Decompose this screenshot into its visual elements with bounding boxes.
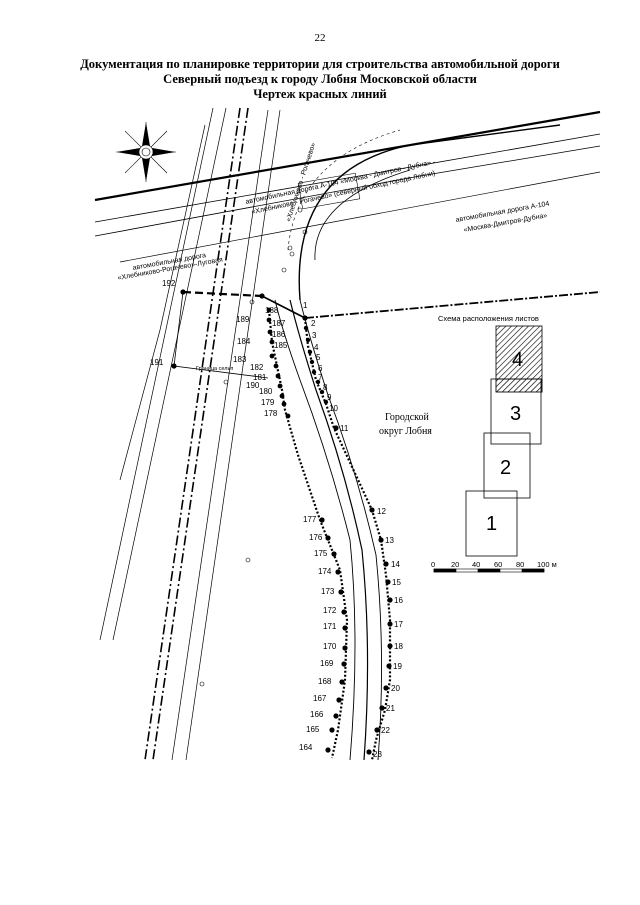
pt-label: 178 xyxy=(264,409,278,418)
pt-label: 176 xyxy=(309,533,323,542)
pt-label: 170 xyxy=(323,642,337,651)
pt-label: 190 xyxy=(246,381,260,390)
pt-label: 183 xyxy=(233,355,247,364)
sheet-scheme xyxy=(465,325,543,557)
designed-road xyxy=(274,124,561,761)
pt-label: 187 xyxy=(272,319,286,328)
scale-bar xyxy=(433,568,545,573)
pt-label: 192 xyxy=(162,279,176,288)
pt-label: 186 xyxy=(272,330,286,339)
pt-label: 164 xyxy=(299,743,313,752)
pt-label: 182 xyxy=(250,363,264,372)
pt-label: 179 xyxy=(261,398,275,407)
sheet-3-label: 3 xyxy=(510,403,521,425)
pt-label: 16 xyxy=(394,596,403,605)
svg-text:60: 60 xyxy=(494,560,502,569)
pt-label: 1 xyxy=(303,301,308,310)
title-line-1: Документация по планировке территории дл… xyxy=(80,57,560,71)
pt-label: 4 xyxy=(314,343,319,352)
svg-text:100 м: 100 м xyxy=(537,560,557,569)
sheet-2-label: 2 xyxy=(500,457,511,479)
pt-label: 8 xyxy=(323,383,328,392)
pt-label: 173 xyxy=(321,587,335,596)
pt-label: 175 xyxy=(314,549,328,558)
page-number: 22 xyxy=(314,32,326,44)
pt-label: 171 xyxy=(323,622,337,631)
pt-label: 172 xyxy=(323,606,337,615)
compass-rose-icon xyxy=(116,122,176,182)
pt-label: 12 xyxy=(377,507,386,516)
pt-label: 13 xyxy=(385,536,394,545)
sheet-scheme-title: Схема расположения листов xyxy=(438,314,539,323)
svg-text:80: 80 xyxy=(516,560,524,569)
pt-label: 185 xyxy=(274,341,288,350)
pt-label: 177 xyxy=(303,515,317,524)
label-boundary-note: Граница сельп xyxy=(196,366,233,372)
pt-label: 7 xyxy=(318,373,323,382)
pt-label: 6 xyxy=(318,364,323,373)
scale-bar-ticks: 0 20 40 60 80 100 м xyxy=(431,560,557,569)
railway-lines xyxy=(144,107,249,761)
survey-marks xyxy=(199,207,308,687)
pt-label: 21 xyxy=(386,704,395,713)
pt-label: 14 xyxy=(391,560,400,569)
svg-text:20: 20 xyxy=(451,560,459,569)
local-roads xyxy=(99,107,281,761)
label-road-small: «Хлебниково - Рогачево» xyxy=(284,142,317,223)
red-line-left xyxy=(267,309,349,759)
label-district-1: Городской xyxy=(385,412,429,423)
pt-label: 165 xyxy=(306,725,320,734)
pt-label: 15 xyxy=(392,578,401,587)
pt-label: 184 xyxy=(237,337,251,346)
pt-label: 3 xyxy=(312,331,317,340)
svg-text:40: 40 xyxy=(472,560,480,569)
pt-label: 180 xyxy=(259,387,273,396)
pt-label: 5 xyxy=(316,353,321,362)
pt-label: 17 xyxy=(394,620,403,629)
pt-label: 23 xyxy=(373,750,382,759)
svg-text:0: 0 xyxy=(431,560,435,569)
pt-label: 181 xyxy=(253,373,267,382)
pt-label: 18 xyxy=(394,642,403,651)
pt-label: 174 xyxy=(318,567,332,576)
point-labels: 192 191 189 188 187 186 185 184 183 182 … xyxy=(150,279,403,759)
pt-label: 168 xyxy=(318,677,332,686)
title-line-3: Чертеж красных линий xyxy=(253,87,387,101)
pt-label: 19 xyxy=(393,662,402,671)
point-markers xyxy=(171,289,393,755)
pt-label: 22 xyxy=(381,726,390,735)
pt-label: 191 xyxy=(150,358,164,367)
pt-label: 188 xyxy=(265,306,279,315)
sheet-4-label: 4 xyxy=(512,349,523,371)
pt-label: 167 xyxy=(313,694,327,703)
pt-label: 166 xyxy=(310,710,324,719)
sheet-1-label: 1 xyxy=(486,513,497,535)
pt-label: 9 xyxy=(327,393,332,402)
highway-a104 xyxy=(94,110,601,263)
label-district-2: округ Лобня xyxy=(379,426,432,437)
pt-label: 189 xyxy=(236,315,250,324)
pt-label: 10 xyxy=(329,404,338,413)
pt-label: 11 xyxy=(340,424,349,433)
sheet-1-box xyxy=(465,490,518,557)
sheet-2-box xyxy=(483,432,531,499)
pt-label: 2 xyxy=(311,319,316,328)
pt-label: 20 xyxy=(391,684,400,693)
pt-label: 169 xyxy=(320,659,334,668)
title-line-2: Северный подъезд к городу Лобня Московск… xyxy=(163,72,477,86)
